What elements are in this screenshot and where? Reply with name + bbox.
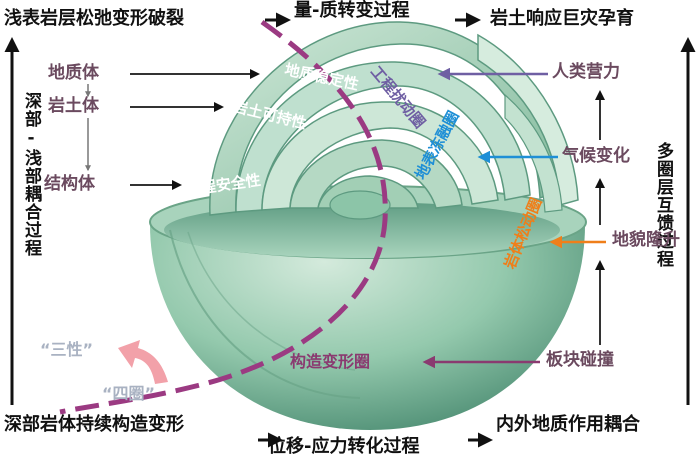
label-structure-body: 结构体: [44, 174, 95, 194]
legend-four-spheres: “四圈”: [102, 384, 156, 403]
label-climate-change: 气候变化: [562, 146, 630, 166]
shells: [209, 21, 579, 220]
label-landform-uplift: 地貌隆升: [612, 230, 680, 250]
top-right-title: 岩土响应巨灾孕育: [490, 8, 634, 29]
frame-arrows: [4, 12, 696, 448]
right-vertical-title: 多圈层互馈过程: [653, 142, 673, 268]
label-tectonic-deformation-sphere: 构造变形圈: [290, 352, 371, 371]
legend-three-properties: “三性”: [40, 340, 94, 359]
bottom-right-title: 内外地质作用耦合: [496, 414, 640, 435]
label-geologic-body: 地质体: [48, 63, 99, 83]
left-vertical-title: 深部-浅部耦合过程: [21, 92, 41, 257]
label-rock-soil-body: 岩土体: [48, 96, 99, 116]
pink-arrow: [118, 340, 168, 384]
label-plate-collision: 板块碰撞: [546, 350, 614, 370]
dashed-boundary-curve: [59, 19, 388, 415]
label-human-force: 人类营力: [552, 62, 620, 82]
bottom-left-title: 深部岩体持续构造变形: [4, 414, 184, 435]
left-arrows: [85, 69, 260, 190]
bottom-center-title: 位移-应力转化过程: [268, 436, 420, 457]
top-left-title: 浅表岩层松弛变形破裂: [4, 8, 184, 29]
top-center-title: 量-质转变过程: [294, 0, 410, 21]
right-arrows: [422, 67, 606, 369]
